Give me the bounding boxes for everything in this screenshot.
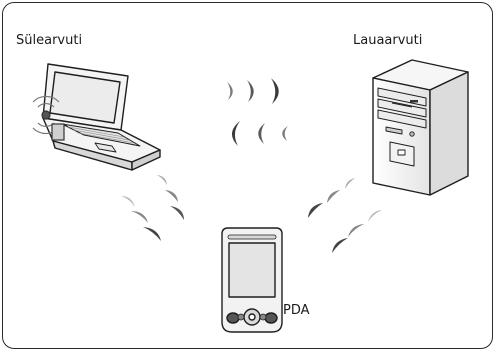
signal-wave-icon — [121, 175, 184, 241]
wireless-card-icon — [32, 95, 65, 141]
desktop-label: Lauaarvuti — [353, 33, 423, 48]
desktop-tower-icon — [372, 59, 469, 196]
pda-label: PDA — [283, 303, 310, 318]
signal-wave-icon — [227, 78, 288, 146]
laptop-label: Sülearvuti — [16, 33, 83, 48]
laptop-icon — [42, 63, 161, 171]
signal-wave-icon — [308, 178, 382, 253]
pda-icon — [221, 227, 283, 333]
